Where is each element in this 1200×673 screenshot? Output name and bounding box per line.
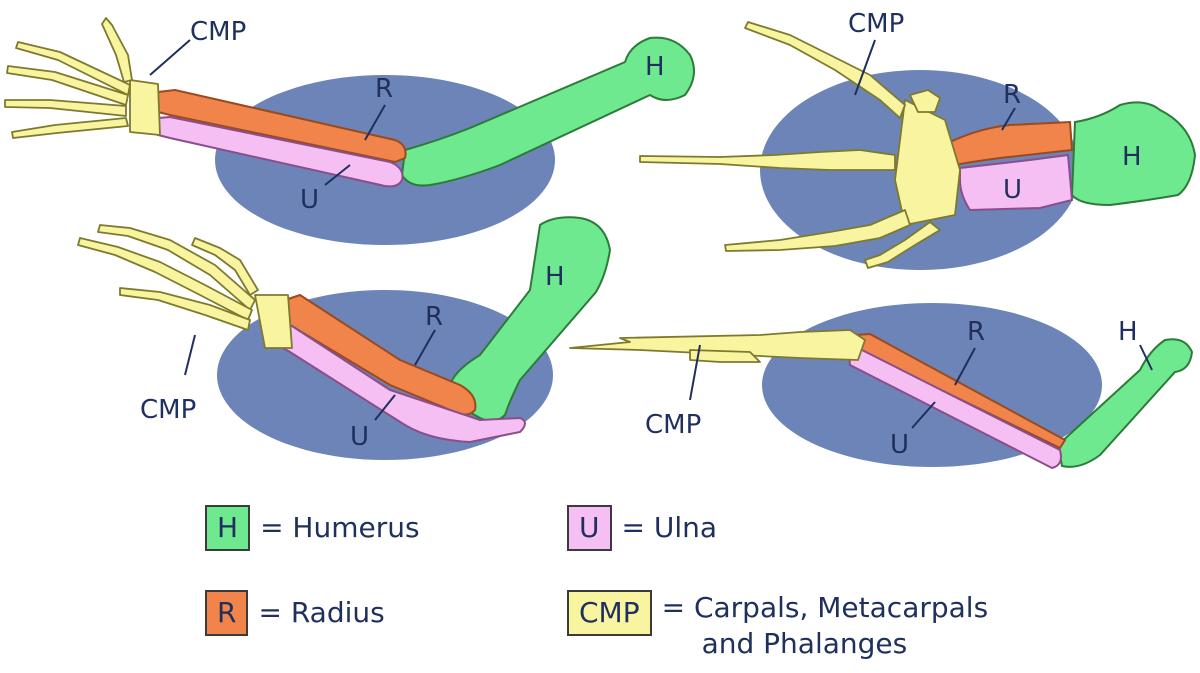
leader-cmp [689,344,701,401]
label-r: R [967,317,985,347]
leader-r [364,104,386,141]
label-u: U [300,185,319,215]
cmp-bones [77,224,293,349]
ulna-bone [157,115,404,188]
leader-h [1139,344,1153,371]
label-cmp: CMP [190,17,246,47]
legend-text-radius: = Radius [258,596,385,629]
leader-u [324,164,351,186]
legend-text-humerus: = Humerus [260,511,420,544]
label-cmp: CMP [645,410,701,440]
cmp-bones [4,17,161,139]
leader-r [1001,107,1016,131]
legend-swatch-cmp: CMP [567,590,652,636]
legend-text-cmp-line2: and Phalanges [701,627,908,660]
cmp-bones [569,329,866,363]
legend-cmp: CMP = Carpals, Metacarpals and Phalanges [567,590,998,662]
label-cmp: CMP [140,395,196,425]
radius-bone [948,120,1074,167]
label-u: U [1003,175,1022,205]
cmp-bones [639,21,961,269]
label-u: U [350,422,369,452]
leader-cmp [854,39,876,96]
label-u: U [890,430,909,460]
leader-r [414,329,436,366]
panel-bat-wing: CMP R U H [569,303,1194,470]
label-r: R [425,302,443,332]
legend-swatch-humerus: H [205,505,251,551]
ulna-bone [277,324,526,444]
panel-human-arm: CMP R U H [4,17,695,245]
legend-text-cmp-line1: = Carpals, Metacarpals [661,591,989,624]
legend-radius: R = Radius [205,590,395,636]
panel-flipper: CMP R U H [639,9,1197,270]
humerus-bone [1056,338,1194,468]
leader-u [374,394,396,421]
humerus-bone [1070,101,1197,207]
panel-cat-limb: CMP R U H [77,216,612,460]
label-h: H [645,52,665,82]
label-h: H [1122,142,1142,172]
legend-swatch-radius: R [205,590,249,636]
radius-bone [157,88,407,164]
leader-r [954,347,976,386]
ulna-bone [846,343,1062,470]
legend-humerus: H = Humerus [205,505,430,551]
leader-cmp [184,334,196,376]
label-cmp: CMP [848,9,904,39]
label-h: H [545,262,565,292]
legend-text-cmp: = Carpals, Metacarpals and Phalanges [662,590,989,662]
label-r: R [1003,80,1021,110]
leader-u [911,401,936,429]
ulna-bone [959,153,1074,212]
humerus-bone [400,36,695,187]
label-h: H [1118,317,1138,347]
legend-swatch-ulna: U [567,505,612,551]
label-r: R [375,74,393,104]
leader-cmp [149,39,191,76]
legend-ulna: U = Ulna [567,505,727,551]
legend-text-ulna: = Ulna [621,511,718,544]
